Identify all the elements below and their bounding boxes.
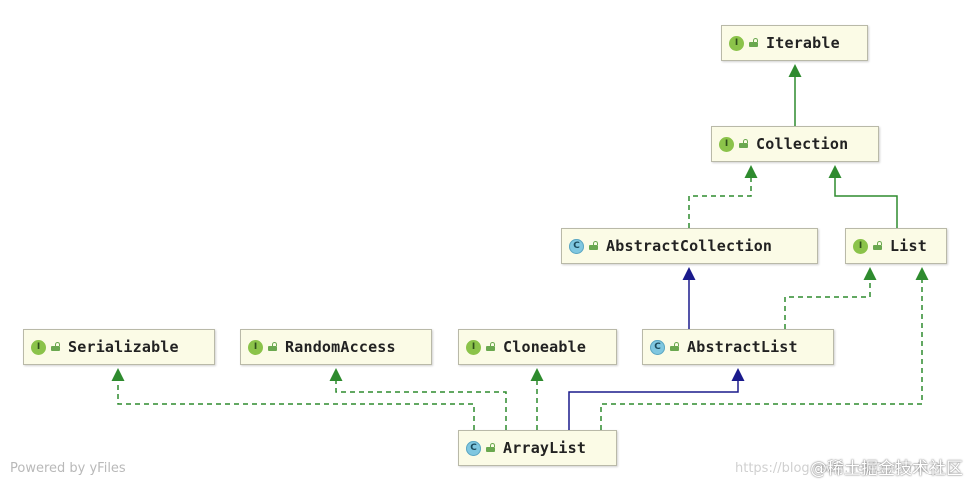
node-label: ArrayList — [503, 439, 587, 457]
public-lock-icon — [51, 342, 60, 351]
public-lock-icon — [670, 342, 679, 351]
arrowhead-collection-to-iterable — [788, 64, 802, 77]
interface-badge-icon: I — [248, 339, 263, 355]
node-abstract-list[interactable]: C AbstractList — [642, 329, 834, 365]
arrowhead-arraylist-to-abstractlist — [731, 368, 745, 381]
public-lock-icon — [739, 139, 748, 148]
interface-badge-icon: I — [31, 339, 46, 355]
arrowhead-abstractlist-to-abstractcollection — [682, 267, 696, 280]
class-badge-icon: C — [650, 339, 665, 355]
class-badge-icon: C — [569, 238, 584, 254]
node-label: AbstractCollection — [606, 237, 773, 255]
arrowhead-abstractcollection-to-collection — [744, 165, 758, 178]
watermark-brand: @稀土掘金技术社区 — [810, 459, 963, 479]
edge-arraylist-to-abstractlist — [568, 380, 739, 430]
public-lock-icon — [589, 241, 598, 250]
node-list[interactable]: I List — [845, 228, 947, 264]
edge-arraylist-to-list — [600, 279, 923, 430]
node-array-list[interactable]: C ArrayList — [458, 430, 617, 466]
node-iterable[interactable]: I Iterable — [721, 25, 868, 61]
node-label: Cloneable — [503, 338, 587, 356]
node-collection[interactable]: I Collection — [711, 126, 879, 162]
node-random-access[interactable]: I RandomAccess — [240, 329, 432, 365]
edge-abstractcollection-to-collection — [688, 177, 752, 228]
node-label: Iterable — [766, 34, 840, 52]
watermark-url: https://blog.csdn.net/Dulumiu_X — [735, 461, 945, 476]
edge-abstractlist-to-list — [784, 279, 871, 329]
public-lock-icon — [268, 342, 277, 351]
class-badge-icon: C — [466, 440, 481, 456]
node-label: RandomAccess — [285, 338, 396, 356]
node-abstract-collection[interactable]: C AbstractCollection — [561, 228, 818, 264]
arrowhead-arraylist-to-serializable — [111, 368, 125, 381]
public-lock-icon — [486, 342, 495, 351]
interface-badge-icon: I — [719, 136, 734, 152]
node-label: AbstractList — [687, 338, 798, 356]
node-label: Serializable — [68, 338, 179, 356]
arrowhead-arraylist-to-list — [915, 267, 929, 280]
interface-badge-icon: I — [853, 238, 868, 254]
interface-badge-icon: I — [729, 35, 744, 51]
node-cloneable[interactable]: I Cloneable — [458, 329, 617, 365]
arrowhead-abstractlist-to-list — [863, 267, 877, 280]
arrowhead-list-to-collection — [828, 165, 842, 178]
public-lock-icon — [486, 443, 495, 452]
arrowhead-arraylist-to-cloneable — [530, 368, 544, 381]
node-label: Collection — [756, 135, 849, 153]
edge-list-to-collection — [834, 177, 898, 228]
interface-badge-icon: I — [466, 339, 481, 355]
node-label: List — [890, 237, 927, 255]
public-lock-icon — [873, 241, 882, 250]
public-lock-icon — [749, 38, 758, 47]
arrowhead-arraylist-to-randomaccess — [329, 368, 343, 381]
edge-arraylist-to-serializable — [117, 380, 475, 430]
powered-by-label: Powered by yFiles — [10, 461, 126, 476]
node-serializable[interactable]: I Serializable — [23, 329, 215, 365]
edge-arraylist-to-randomaccess — [335, 380, 507, 430]
